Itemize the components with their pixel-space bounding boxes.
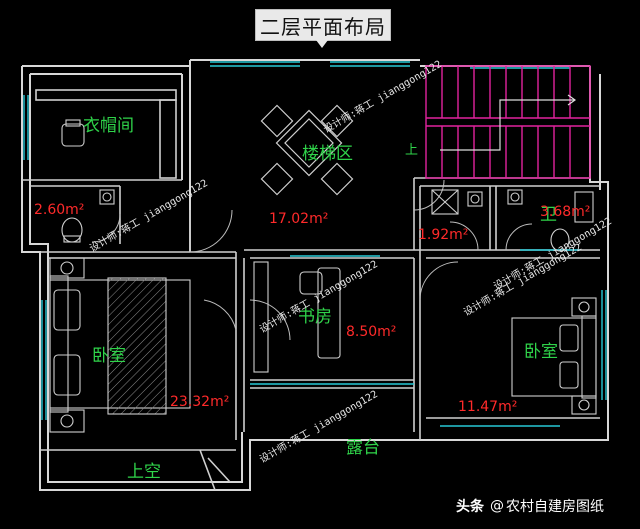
right-bed	[511, 297, 597, 415]
logo-account: 农村自建房图纸	[506, 499, 604, 515]
left-bath-fixtures	[61, 189, 115, 243]
watermark-2: 设计师:蒋工 jianggong122	[87, 176, 210, 254]
interior-walls	[22, 89, 600, 491]
watermark-6: 设计师:蒋工 jianggong122	[491, 214, 614, 292]
label-stair-up: 上	[405, 143, 418, 158]
area-stair-area: 17.02m²	[269, 211, 328, 227]
logo-at: @	[490, 498, 504, 514]
label-terrace: 露台	[346, 438, 380, 458]
label-bath-right: 卫	[540, 205, 557, 225]
label-bedroom-right: 卧室	[524, 342, 558, 362]
staircase	[425, 65, 591, 179]
dining-set	[260, 104, 354, 196]
windows	[23, 61, 607, 427]
right-bath-fixtures	[431, 189, 594, 252]
doors	[91, 179, 533, 341]
label-bedroom-left: 卧室	[92, 346, 126, 366]
page-title: 二层平面布局	[255, 9, 391, 41]
area-study: 8.50m²	[346, 324, 396, 340]
label-cloakroom: 衣帽间	[83, 116, 134, 136]
study-desk	[253, 261, 341, 373]
cloakroom-chair	[61, 119, 85, 147]
label-void: 上空	[127, 462, 161, 482]
outer-walls	[21, 59, 609, 491]
area-bedroom-right: 11.47m²	[458, 399, 517, 415]
source-logo: 头条 @ 农村自建房图纸	[456, 494, 604, 518]
area-bath-mid: 1.92m²	[418, 227, 468, 243]
label-study: 书房	[298, 307, 332, 327]
label-stair-area: 楼梯区	[302, 144, 353, 164]
area-bath-left: 2.60m²	[34, 202, 84, 218]
area-bath-right: 3.68m²	[540, 204, 590, 220]
logo-platform: 头条	[456, 499, 484, 515]
area-bedroom-left: 23.32m²	[170, 394, 229, 410]
stair-arrow	[440, 94, 577, 151]
left-bed	[49, 257, 191, 433]
